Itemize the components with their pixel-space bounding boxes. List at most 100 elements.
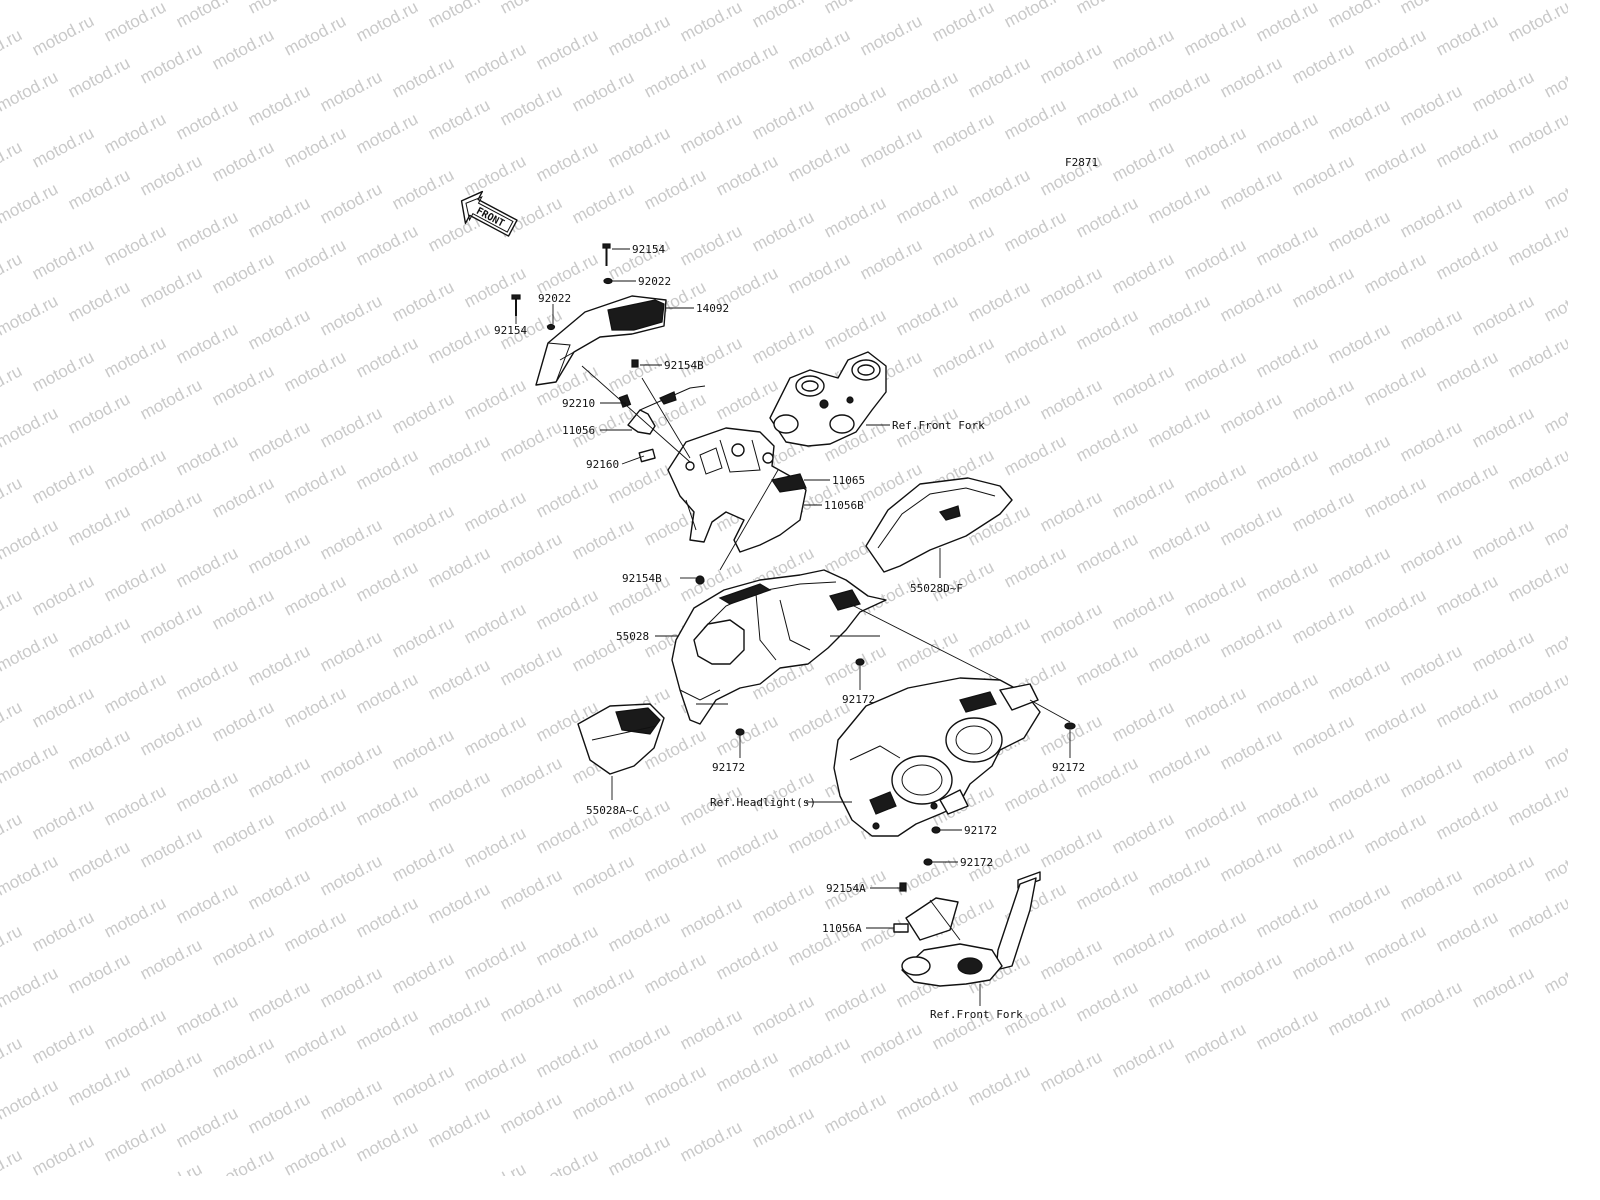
watermark-text: motod.ru bbox=[461, 935, 529, 983]
watermark-text: motod.ru bbox=[1433, 123, 1501, 171]
watermark-text: motod.ru bbox=[1145, 291, 1213, 339]
watermark-text: motod.ru bbox=[1433, 459, 1501, 507]
watermark-text: motod.ru bbox=[497, 1089, 565, 1137]
watermark-text: motod.ru bbox=[137, 487, 205, 535]
watermark-text: motod.ru bbox=[425, 0, 493, 32]
watermark-text: motod.ru bbox=[1217, 389, 1285, 437]
watermark-text: motod.ru bbox=[1433, 907, 1501, 955]
watermark-text: motod.ru bbox=[1145, 67, 1213, 115]
watermark-text: motod.ru bbox=[641, 1061, 709, 1109]
watermark-text: motod.ru bbox=[605, 11, 673, 59]
watermark-text: motod.ru bbox=[1361, 361, 1429, 409]
watermark-text: motod.ru bbox=[677, 893, 745, 941]
cover-14092-icon bbox=[535, 295, 667, 386]
watermark-text: motod.ru bbox=[1037, 375, 1105, 423]
watermark-text: motod.ru bbox=[1541, 277, 1568, 325]
watermark-text: motod.ru bbox=[1325, 543, 1393, 591]
watermark-text: motod.ru bbox=[1361, 585, 1429, 633]
watermark-text: motod.ru bbox=[821, 641, 889, 689]
watermark-text: motod.ru bbox=[0, 25, 25, 73]
watermark-text: motod.ru bbox=[0, 291, 61, 339]
watermark-text: motod.ru bbox=[1109, 361, 1177, 409]
watermark-text: motod.ru bbox=[101, 221, 169, 269]
label-ref-front-fork-bottom: Ref.Front Fork bbox=[930, 1008, 1023, 1021]
watermark-text: motod.ru bbox=[497, 753, 565, 801]
watermark-text: motod.ru bbox=[0, 473, 25, 521]
watermark-text: motod.ru bbox=[1361, 137, 1429, 185]
watermark-text: motod.ru bbox=[1181, 459, 1249, 507]
watermark-text: motod.ru bbox=[101, 781, 169, 829]
watermark-text: motod.ru bbox=[281, 347, 349, 395]
watermark-text: motod.ru bbox=[353, 1117, 421, 1165]
watermark-text: motod.ru bbox=[1397, 305, 1465, 353]
watermark-text: motod.ru bbox=[353, 221, 421, 269]
watermark-text: motod.ru bbox=[425, 319, 493, 367]
watermark-text: motod.ru bbox=[497, 865, 565, 913]
watermark-text: motod.ru bbox=[389, 501, 457, 549]
watermark-text: motod.ru bbox=[1145, 739, 1213, 787]
watermark-text: motod.ru bbox=[281, 11, 349, 59]
watermark-text: motod.ru bbox=[1073, 641, 1141, 689]
watermark-text: motod.ru bbox=[1145, 515, 1213, 563]
watermark-text: motod.ru bbox=[641, 837, 709, 885]
watermark-text: motod.ru bbox=[1181, 347, 1249, 395]
watermark-text: motod.ru bbox=[1217, 53, 1285, 101]
watermark-text: motod.ru bbox=[1253, 1005, 1321, 1053]
watermark-text: motod.ru bbox=[137, 39, 205, 87]
watermark-text: motod.ru bbox=[1361, 473, 1429, 521]
label-92022-top: 92022 bbox=[638, 275, 671, 288]
watermark-text: motod.ru bbox=[569, 851, 637, 899]
watermark-text: motod.ru bbox=[389, 949, 457, 997]
watermark-text: motod.ru bbox=[461, 151, 529, 199]
watermark-text: motod.ru bbox=[1397, 81, 1465, 129]
watermark-text: motod.ru bbox=[389, 1061, 457, 1109]
watermark-text: motod.ru bbox=[677, 1005, 745, 1053]
watermark-text: motod.ru bbox=[1397, 529, 1465, 577]
watermark-text: motod.ru bbox=[641, 165, 709, 213]
watermark-text: motod.ru bbox=[425, 95, 493, 143]
watermark-text: motod.ru bbox=[1361, 697, 1429, 745]
watermark-text: motod.ru bbox=[137, 1047, 205, 1095]
watermark-text: motod.ru bbox=[461, 711, 529, 759]
watermark-text: motod.ru bbox=[1109, 25, 1177, 73]
watermark-text: motod.ru bbox=[1073, 977, 1141, 1025]
watermark-text: motod.ru bbox=[281, 459, 349, 507]
watermark-text: motod.ru bbox=[389, 389, 457, 437]
watermark-text: motod.ru bbox=[173, 655, 241, 703]
watermark-text: motod.ru bbox=[425, 1103, 493, 1151]
watermark-text: motod.ru bbox=[0, 1145, 25, 1176]
watermark-text: motod.ru bbox=[353, 1005, 421, 1053]
watermark-text: motod.ru bbox=[1181, 907, 1249, 955]
watermark-text: motod.ru bbox=[1541, 613, 1568, 661]
watermark-text: motod.ru bbox=[821, 0, 889, 18]
watermark-text: motod.ru bbox=[0, 1075, 61, 1123]
watermark-text: motod.ru bbox=[173, 767, 241, 815]
label-11065: 11065 bbox=[832, 474, 865, 487]
watermark-text: motod.ru bbox=[1001, 319, 1069, 367]
watermark-text: motod.ru bbox=[1325, 319, 1393, 367]
watermark-text: motod.ru bbox=[1109, 1033, 1177, 1081]
watermark-text: motod.ru bbox=[353, 333, 421, 381]
watermark-text: motod.ru bbox=[1109, 921, 1177, 969]
watermark-text: motod.ru bbox=[0, 0, 61, 4]
watermark-text: motod.ru bbox=[1181, 795, 1249, 843]
watermark-text: motod.ru bbox=[0, 137, 25, 185]
watermark-text: motod.ru bbox=[65, 389, 133, 437]
watermark-text: motod.ru bbox=[1253, 109, 1321, 157]
watermark-text: motod.ru bbox=[677, 0, 745, 46]
watermark-text: motod.ru bbox=[173, 0, 241, 32]
watermark-text: motod.ru bbox=[929, 333, 997, 381]
watermark-text: motod.ru bbox=[1253, 0, 1321, 46]
watermark-text: motod.ru bbox=[1109, 809, 1177, 857]
screw-92172-center-icon bbox=[855, 658, 865, 666]
watermark-text: motod.ru bbox=[209, 361, 277, 409]
watermark-text: motod.ru bbox=[641, 53, 709, 101]
screw-92172-head1-icon bbox=[931, 826, 941, 834]
watermark-text: motod.ru bbox=[1253, 221, 1321, 269]
watermark-text: motod.ru bbox=[245, 977, 313, 1025]
watermark-text: motod.ru bbox=[605, 907, 673, 955]
watermark-text: motod.ru bbox=[1145, 963, 1213, 1011]
watermark-text: motod.ru bbox=[1469, 739, 1537, 787]
watermark-text: motod.ru bbox=[1253, 781, 1321, 829]
